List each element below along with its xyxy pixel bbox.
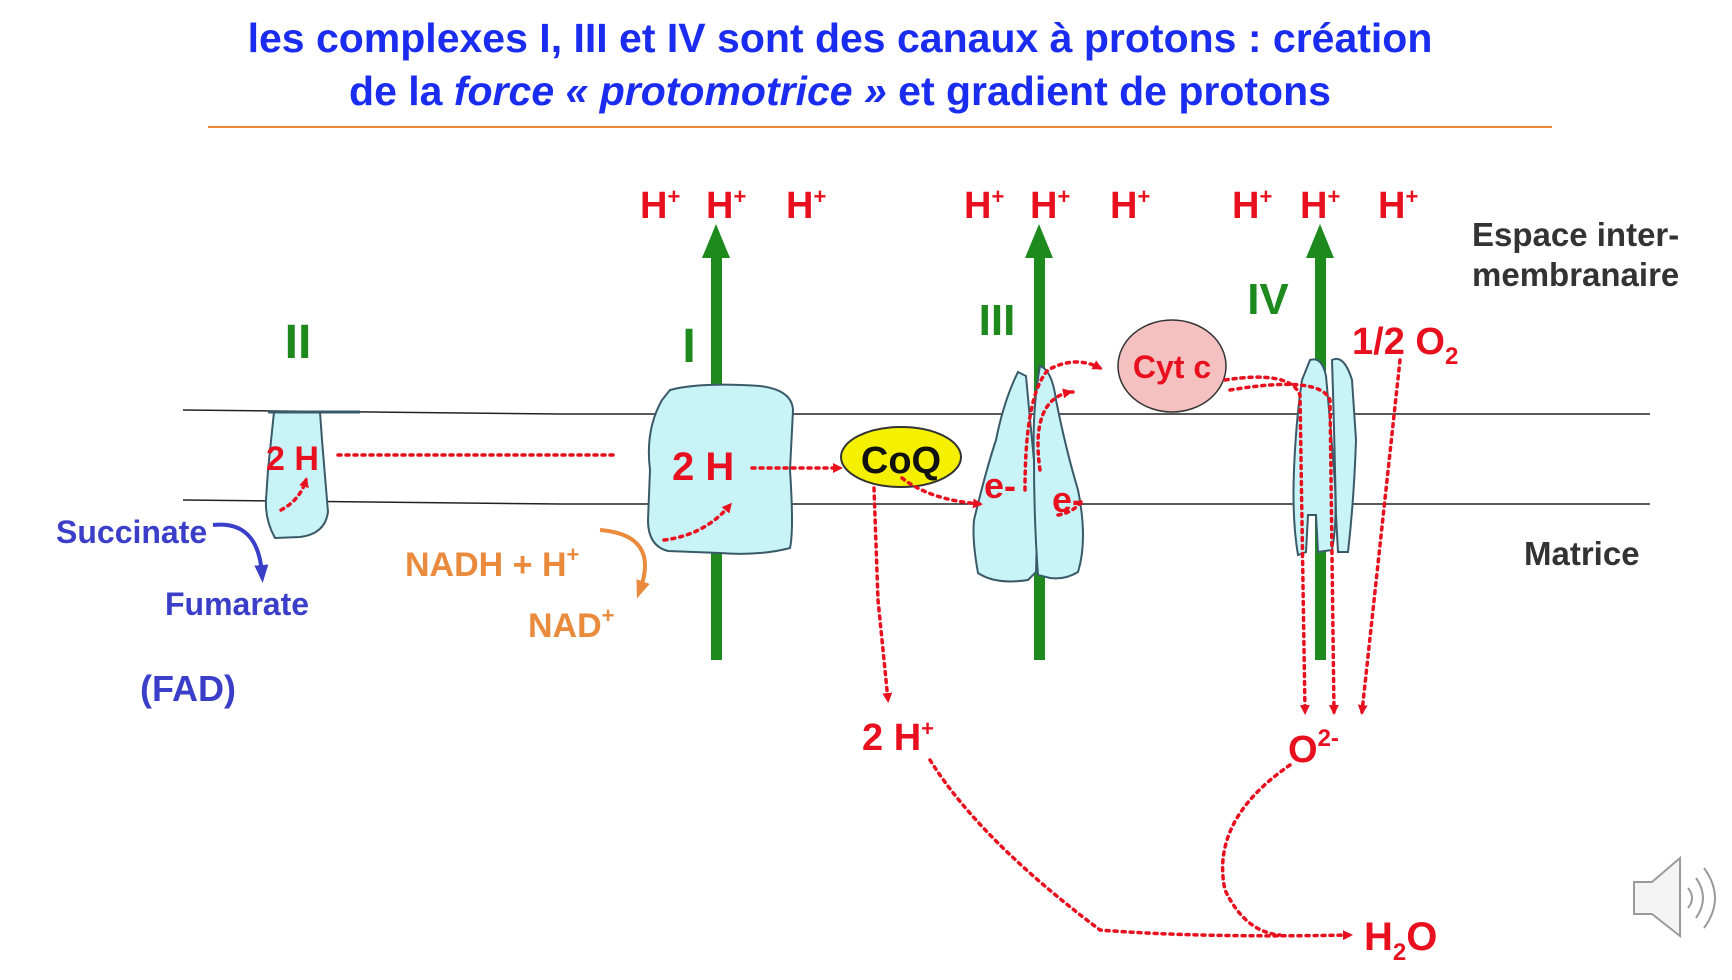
svg-text:H+: H+	[1110, 184, 1150, 227]
svg-text:H+: H+	[964, 184, 1004, 227]
page-title: les complexes I, III et IV sont des cana…	[180, 12, 1500, 118]
svg-text:H+: H+	[706, 184, 746, 227]
complex-iii-protein	[972, 364, 1084, 583]
electron-label-2: e-	[1052, 479, 1084, 520]
coq-label: CoQ	[861, 440, 941, 482]
protons-complex-iii: H+ H+ H+	[964, 184, 1150, 227]
title-line-2-italic: force « protomotrice »	[453, 68, 887, 114]
cyt-c-label: Cyt c	[1133, 349, 1211, 385]
svg-text:H+: H+	[640, 184, 680, 227]
half-o2-label: 1/2 O2	[1352, 321, 1458, 370]
speaker-icon[interactable]	[1633, 855, 1716, 939]
svg-text:H+: H+	[1378, 184, 1418, 227]
intermembrane-label-line-1: Espace inter-	[1472, 216, 1679, 253]
o2-minus-label: O2-	[1288, 725, 1339, 771]
title-line-2-start: de la	[349, 68, 454, 114]
complex-iii-label: III	[979, 296, 1016, 345]
two-h-complex-ii: 2 H	[266, 440, 319, 478]
svg-text:H+: H+	[1232, 184, 1272, 227]
succinate-fumarate-arrow	[212, 522, 269, 583]
electron-paths	[279, 358, 1402, 941]
title-line-2: de la force « protomotrice » et gradient…	[180, 65, 1500, 118]
coq-molecule	[840, 426, 962, 488]
two-h-plus-bottom: 2 H+	[862, 716, 934, 759]
complex-ii-protein	[264, 411, 330, 540]
fad-label: (FAD)	[140, 668, 236, 709]
electron-label-1: e-	[984, 465, 1016, 506]
title-line-1: les complexes I, III et IV sont des cana…	[247, 15, 1433, 61]
succinate-label: Succinate	[56, 514, 207, 550]
fumarate-label: Fumarate	[165, 586, 309, 622]
nad-label: NAD+	[528, 603, 615, 645]
nadh-nad-arrow	[599, 528, 650, 599]
protons-complex-iv: H+ H+ H+	[1232, 184, 1418, 227]
nadh-label: NADH + H+	[405, 542, 579, 584]
svg-text:H+: H+	[1300, 184, 1340, 227]
intermembrane-label-line-2: membranaire	[1472, 256, 1679, 293]
complex-ii-label: II	[285, 316, 312, 369]
title-line-2-end: et gradient de protons	[886, 68, 1331, 114]
title-divider	[208, 126, 1552, 128]
two-h-complex-i: 2 H	[672, 445, 734, 489]
svg-text:H+: H+	[1030, 184, 1070, 227]
cyt-c-protein	[1117, 319, 1227, 413]
protons-complex-i: H+ H+ H+	[640, 184, 826, 227]
svg-text:H+: H+	[786, 184, 826, 227]
complex-i-label: I	[682, 320, 695, 373]
complex-i-protein	[646, 383, 795, 555]
water-label: H2O	[1364, 915, 1437, 966]
matrix-label: Matrice	[1524, 535, 1640, 572]
complex-iv-label: IV	[1247, 275, 1289, 324]
